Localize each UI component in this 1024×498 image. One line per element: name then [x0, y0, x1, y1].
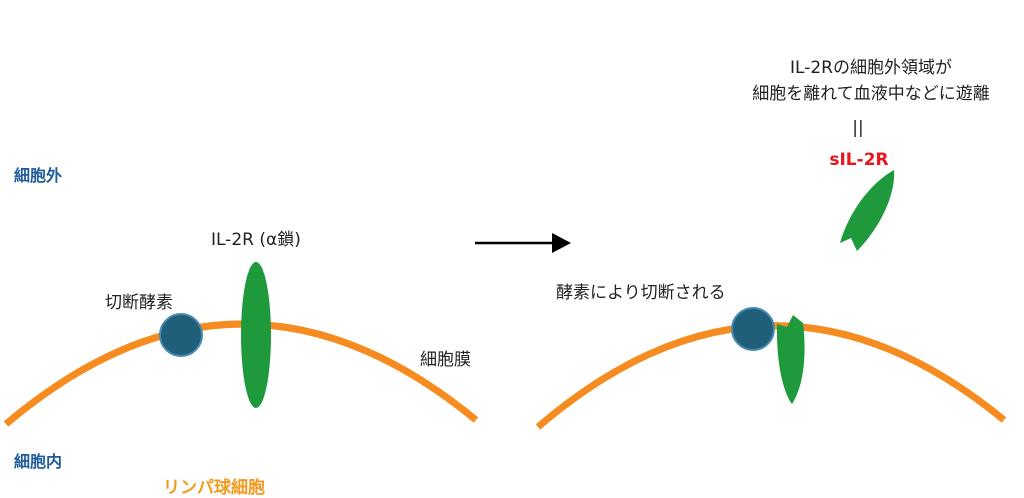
arrow-head	[552, 233, 571, 253]
label-cleaved-by-enzyme: 酵素により切断される	[556, 283, 726, 303]
label-cell-membrane: 細胞膜	[420, 350, 471, 370]
label-cleavage-enzyme: 切断酵素	[105, 293, 173, 313]
label-lymphocyte-cell: リンパ球細胞	[163, 477, 265, 498]
before-cleavage-panel	[3, 262, 479, 427]
label-release-line-2: 細胞を離れて血液中などに遊離	[752, 84, 990, 104]
cleavage-enzyme-right	[731, 307, 775, 351]
label-il2r-alpha-chain: IL-2R (α鎖)	[211, 230, 301, 250]
label-soluble-il2r: sIL-2R	[829, 150, 888, 170]
cell-membrane-left	[3, 320, 479, 427]
il2r-receptor-left	[241, 262, 271, 408]
cleavage-enzyme-left	[159, 313, 203, 357]
label-intracellular: 細胞内	[14, 452, 62, 471]
soluble-il2r-fragment	[840, 170, 895, 251]
after-cleavage-panel	[535, 170, 1007, 430]
label-release-line-1: IL-2Rの細胞外領域が	[790, 58, 952, 78]
il2r-receptor-stump	[776, 315, 805, 404]
label-extracellular: 細胞外	[14, 166, 62, 185]
label-equals-sign: ||	[852, 118, 863, 138]
transition-arrow	[475, 233, 571, 253]
